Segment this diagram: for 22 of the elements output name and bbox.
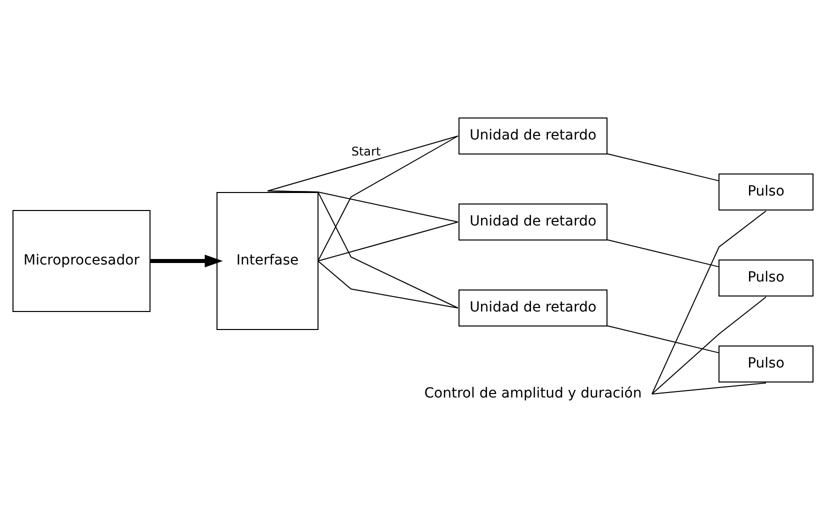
node-box: Pulso: [718, 173, 813, 210]
connector: [317, 260, 458, 308]
connector: [317, 221, 458, 261]
node-box: Interfase: [216, 192, 318, 330]
connector: [606, 238, 719, 267]
connector: [606, 152, 719, 181]
connector: [317, 135, 458, 261]
node-box: Unidad de retardo: [458, 203, 607, 240]
connector: [651, 382, 766, 394]
edge-label: Start: [350, 144, 380, 158]
node-box: Microprocesador: [12, 210, 150, 312]
connector: [266, 135, 458, 191]
connector: [651, 296, 766, 394]
node-box: Pulso: [718, 259, 813, 296]
node-text: Control de amplitud y duración: [424, 385, 642, 402]
node-box: Unidad de retardo: [458, 289, 607, 326]
connector: [606, 324, 719, 353]
node-box: Unidad de retardo: [458, 117, 607, 154]
arrow: [150, 254, 222, 267]
connector: [651, 210, 766, 394]
node-box: Pulso: [718, 345, 813, 382]
connector: [266, 190, 458, 308]
